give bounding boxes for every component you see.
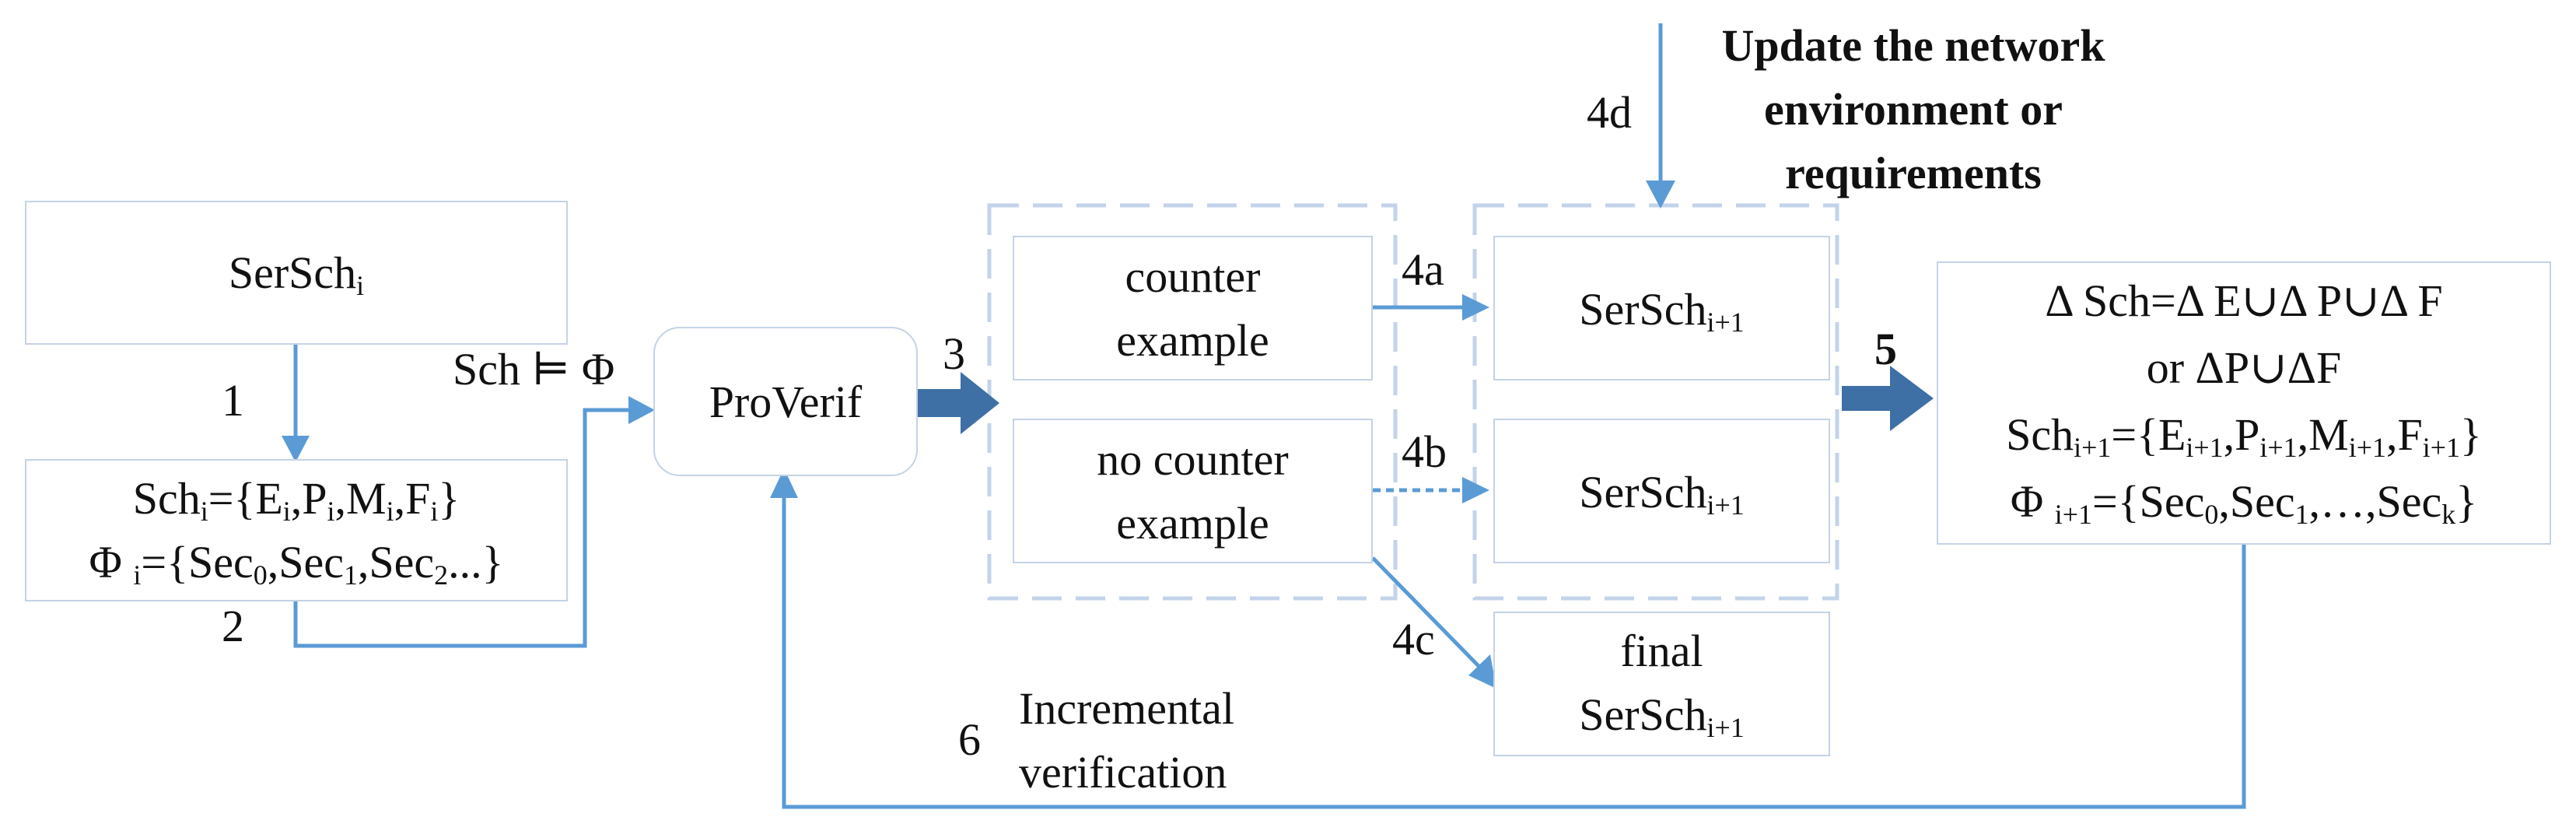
label-step4d: 4d xyxy=(1587,87,1632,138)
label-step5: 5 xyxy=(1874,324,1897,374)
arrow-4a-head xyxy=(1462,294,1489,321)
label-update-line2: environment or xyxy=(1764,84,2063,135)
label-step1: 1 xyxy=(222,375,244,426)
group-frame-models xyxy=(1472,203,1839,601)
box-serschi1-top: SerSchi+1 xyxy=(1493,236,1830,380)
box-no-counter-example: no counter example xyxy=(1013,419,1373,563)
phi-i-definition: Φ i={Sec0,Sec1,Sec2...} xyxy=(89,537,504,591)
counter-example-line2: example xyxy=(1116,315,1269,366)
no-counter-example-line1: no counter xyxy=(1097,434,1289,485)
box-result: Δ Sch=Δ E∪Δ P∪Δ F or ΔP∪ΔF Schi+1={Ei+1,… xyxy=(1937,261,2551,545)
result-line1: Δ Sch=Δ E∪Δ P∪Δ F xyxy=(2045,275,2443,326)
proverif-label: ProVerif xyxy=(709,377,863,427)
sch-i-definition: Schi={Ei,Pi,Mi,Fi} xyxy=(132,473,460,527)
label-step4c: 4c xyxy=(1392,614,1435,664)
label-incremental-line1: Incremental xyxy=(1019,683,1234,734)
arrow-1-head xyxy=(282,436,310,462)
box-sch-i: Schi={Ei,Pi,Mi,Fi} Φ i={Sec0,Sec1,Sec2..… xyxy=(25,459,568,601)
arrow-2-head xyxy=(628,396,655,424)
serschi-label: SerSchi xyxy=(228,247,365,301)
result-line2: or ΔP∪ΔF xyxy=(2146,342,2342,393)
counter-example-line1: counter xyxy=(1125,251,1261,302)
label-step6: 6 xyxy=(958,714,981,765)
label-step4b: 4b xyxy=(1402,426,1447,477)
serschi1-top-label: SerSchi+1 xyxy=(1579,284,1745,338)
label-update-line3: requirements xyxy=(1785,148,2042,198)
arrow-6-head xyxy=(770,468,798,498)
arrow-4b-head xyxy=(1462,477,1489,503)
label-step4a: 4a xyxy=(1402,244,1444,295)
arrow-2 xyxy=(293,408,636,648)
result-line3: Schi+1={Ei+1,Pi+1,Mi+1,Fi+1} xyxy=(2006,409,2482,463)
box-serschi1-bottom: SerSchi+1 xyxy=(1493,419,1830,563)
no-counter-example-line2: example xyxy=(1116,498,1269,549)
label-incremental-line2: verification xyxy=(1019,747,1227,798)
final-line1: final xyxy=(1620,626,1703,676)
label-update-line1: Update the network xyxy=(1721,20,2105,71)
arrow-6 xyxy=(782,489,2246,809)
arrow-3 xyxy=(918,372,999,434)
label-sch-models-phi: Sch ⊨ Φ xyxy=(453,344,615,394)
final-line2: SerSchi+1 xyxy=(1579,689,1745,743)
arrow-4d-head xyxy=(1646,181,1675,209)
label-step3: 3 xyxy=(943,328,965,379)
box-serschi: SerSchi xyxy=(25,201,568,345)
box-counter-example: counter example xyxy=(1013,236,1373,380)
arrow-4c xyxy=(1371,556,1483,671)
label-step2: 2 xyxy=(222,601,244,651)
result-line4: Φ i+1={Sec0,Sec1,…,Seck} xyxy=(2010,476,2478,530)
box-final: final SerSchi+1 xyxy=(1493,612,1830,756)
box-proverif: ProVerif xyxy=(653,327,918,476)
arrow-4c-head xyxy=(1468,654,1496,689)
arrow-5 xyxy=(1842,366,1934,431)
serschi1-bottom-label: SerSchi+1 xyxy=(1579,467,1745,521)
